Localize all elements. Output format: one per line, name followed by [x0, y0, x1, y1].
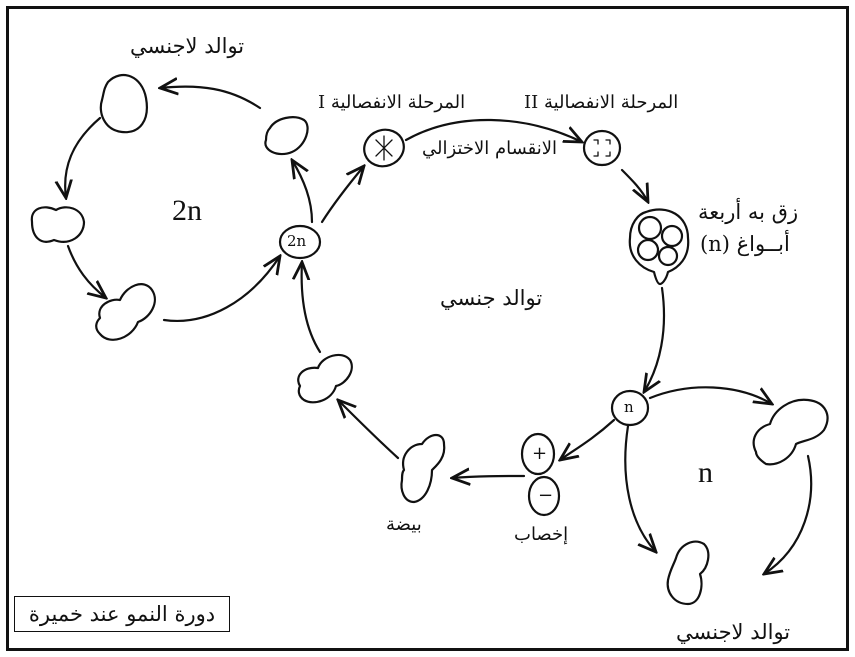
asexual-label-top: توالد لاجنسي [130, 34, 245, 58]
meiosis-phase-2-label: المرحلة الانفصالية II [524, 92, 679, 113]
haploid-cell-label: n [624, 398, 634, 416]
ascus-label-line1: زق به أربعة [698, 200, 799, 224]
budding-cell-right [752, 398, 829, 466]
gamete-minus [527, 475, 561, 517]
spore [637, 215, 663, 241]
zygote-label: 2n [287, 232, 307, 250]
minus-sign: − [538, 485, 554, 506]
budding-cell-lower-left [95, 283, 156, 341]
single-cell-upper [264, 116, 309, 156]
budding-cell-top [99, 74, 148, 134]
zygote-cell [278, 224, 322, 260]
budding-cell-bottom [666, 540, 710, 606]
meiosis-cell-1 [363, 128, 405, 168]
spore [660, 224, 684, 248]
meiosis-cell-2 [582, 129, 622, 167]
fertilization-label: إخصاب [514, 524, 569, 545]
sexual-reproduction-label: توالد جنسي [440, 286, 543, 310]
egg-cell [400, 433, 446, 504]
gamete-plus [520, 432, 556, 476]
meiosis-label: الانقسام الاختزالي [422, 138, 558, 159]
plus-sign: + [532, 443, 548, 464]
diploid-cell-lower [297, 353, 353, 404]
haploid-cell [610, 389, 650, 427]
asexual-label-bottom: توالد لاجنسي [676, 620, 791, 644]
spore [636, 238, 660, 262]
haploid-cycle-label: n [698, 456, 713, 489]
egg-label: بيضة [386, 514, 422, 535]
diploid-cycle-label: 2n [172, 194, 202, 227]
ascus-label-line2: أبــواغ (n) [700, 232, 790, 256]
spore [657, 245, 679, 267]
diagram-frame [6, 6, 849, 651]
budding-cell-upper-left [30, 206, 86, 243]
meiosis-phase-1-label: المرحلة الانفصالية I [318, 92, 466, 113]
diagram-title: دورة النمو عند خميرة [14, 596, 230, 632]
ascus-sac [628, 208, 690, 286]
